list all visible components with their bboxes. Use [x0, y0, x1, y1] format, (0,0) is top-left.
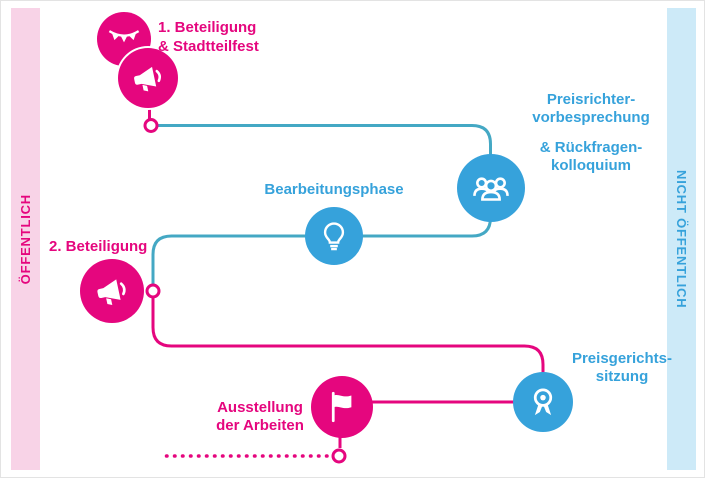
non-public-band: NICHT ÖFFENTLICH — [667, 8, 696, 470]
label-line: Preisrichter- — [546, 91, 636, 108]
ausstellung-label: Ausstellung der Arbeiten — [209, 399, 311, 435]
label-line: der Arbeiten — [216, 417, 304, 434]
jury-people-icon — [473, 177, 509, 201]
step1-megaphone-circle — [118, 48, 178, 108]
lightbulb-icon — [323, 222, 345, 251]
label-line: sitzung — [595, 368, 649, 385]
label-line: kolloquium — [551, 157, 631, 174]
megaphone-icon — [134, 66, 162, 92]
public-band: ÖFFENTLICH — [11, 8, 40, 470]
preisrichter-label: Preisrichter- vorbesprechung & Rückfrage… — [513, 91, 669, 175]
milestone-node-3 — [331, 448, 347, 464]
label-line: 1. Beteiligung — [158, 19, 257, 36]
connector-teal-path — [151, 124, 492, 285]
ausstellung-circle — [311, 376, 373, 438]
megaphone-icon — [97, 279, 126, 306]
connector-pink-path — [151, 297, 545, 448]
bearbeitungsphase-label: Bearbeitungsphase — [264, 181, 404, 198]
milestone-node-1 — [143, 118, 159, 133]
preisrichter-circle — [457, 154, 525, 222]
label-line: Ausstellung — [217, 399, 303, 416]
label-line: & Stadtteilfest — [158, 38, 259, 55]
flag-icon — [331, 391, 352, 423]
step2-megaphone-circle — [80, 259, 144, 323]
non-public-band-label: NICHT ÖFFENTLICH — [674, 169, 689, 309]
preisgericht-label: Preisgerichts- sitzung — [569, 350, 675, 386]
label-line: Preisgerichts- — [571, 350, 673, 367]
step1-label: 1. Beteiligung & Stadtteilfest — [158, 18, 259, 56]
label-line: vorbesprechung — [532, 109, 650, 126]
step2-label: 2. Beteiligung — [49, 238, 148, 255]
bunting-icon — [108, 30, 140, 43]
step1-bunting-circle — [97, 12, 151, 66]
label-line: & Rückfragen- — [539, 139, 643, 156]
preisgericht-circle — [513, 372, 573, 432]
award-medal-icon — [533, 388, 553, 416]
milestone-node-2 — [145, 283, 161, 299]
bearbeitungsphase-circle — [305, 207, 363, 265]
